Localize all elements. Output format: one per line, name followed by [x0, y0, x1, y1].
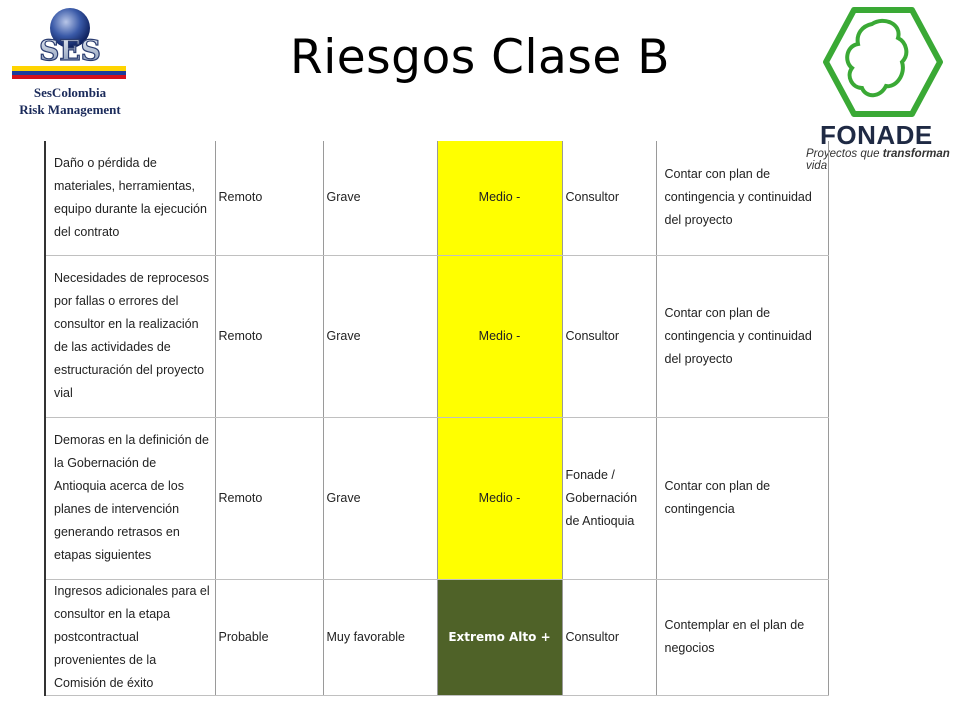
impact-cell: Muy favorable [322, 579, 438, 696]
fonade-tagline: Proyectos que transforman vida [806, 148, 960, 172]
impact-cell: Grave [322, 141, 438, 256]
sescolombia-caption: SesColombia Risk Management [0, 84, 140, 118]
probability-cell: Probable [214, 579, 324, 696]
fonade-logo [806, 2, 960, 172]
svg-text:SES: SES [39, 34, 101, 67]
sescolombia-caption-line1: SesColombia [33, 85, 107, 100]
table-row: Demoras en la definición de la Gobernaci… [44, 417, 829, 580]
sescolombia-logo: SES [8, 4, 132, 124]
risk-description-cell: Demoras en la definición de la Gobernaci… [44, 417, 216, 580]
risk-description-cell: Necesidades de reprocesos por fallas o e… [44, 255, 216, 418]
treatment-cell: Contemplar en el plan de negocios [655, 579, 829, 696]
sescolombia-globe-icon: SES [12, 8, 126, 79]
responsible-cell: Consultor [561, 141, 657, 256]
risk-table: Daño o pérdida de materiales, herramient… [44, 141, 829, 696]
treatment-cell: Contar con plan de contingencia y contin… [655, 255, 829, 418]
table-row: Ingresos adicionales para el consultor e… [44, 579, 829, 696]
impact-cell: Grave [322, 255, 438, 418]
probability-cell: Remoto [214, 141, 324, 256]
fonade-hexagon-icon [823, 7, 943, 117]
page-title: Riesgos Clase B [290, 30, 670, 85]
fonade-wordmark: FONADE [820, 120, 933, 150]
risk-description-cell: Daño o pérdida de materiales, herramient… [44, 141, 216, 256]
fonade-tagline-bold: transforman [882, 148, 950, 160]
risk-level-cell: Medio - [436, 141, 563, 256]
risk-description-cell: Ingresos adicionales para el consultor e… [44, 579, 216, 696]
impact-cell: Grave [322, 417, 438, 580]
sescolombia-caption-line2: Risk Management [19, 102, 121, 117]
responsible-cell: Consultor [561, 255, 657, 418]
risk-level-cell: Medio - [436, 417, 563, 580]
table-row: Necesidades de reprocesos por fallas o e… [44, 255, 829, 418]
risk-level-cell: Extremo Alto + [436, 579, 563, 696]
probability-cell: Remoto [214, 417, 324, 580]
responsible-cell: Consultor [561, 579, 657, 696]
treatment-cell: Contar con plan de contingencia [655, 417, 829, 580]
table-row: Daño o pérdida de materiales, herramient… [44, 141, 829, 256]
probability-cell: Remoto [214, 255, 324, 418]
treatment-cell: Contar con plan de contingencia y contin… [655, 141, 829, 256]
risk-level-cell: Medio - [436, 255, 563, 418]
responsible-cell: Fonade / Gobernación de Antioquia [561, 417, 657, 580]
